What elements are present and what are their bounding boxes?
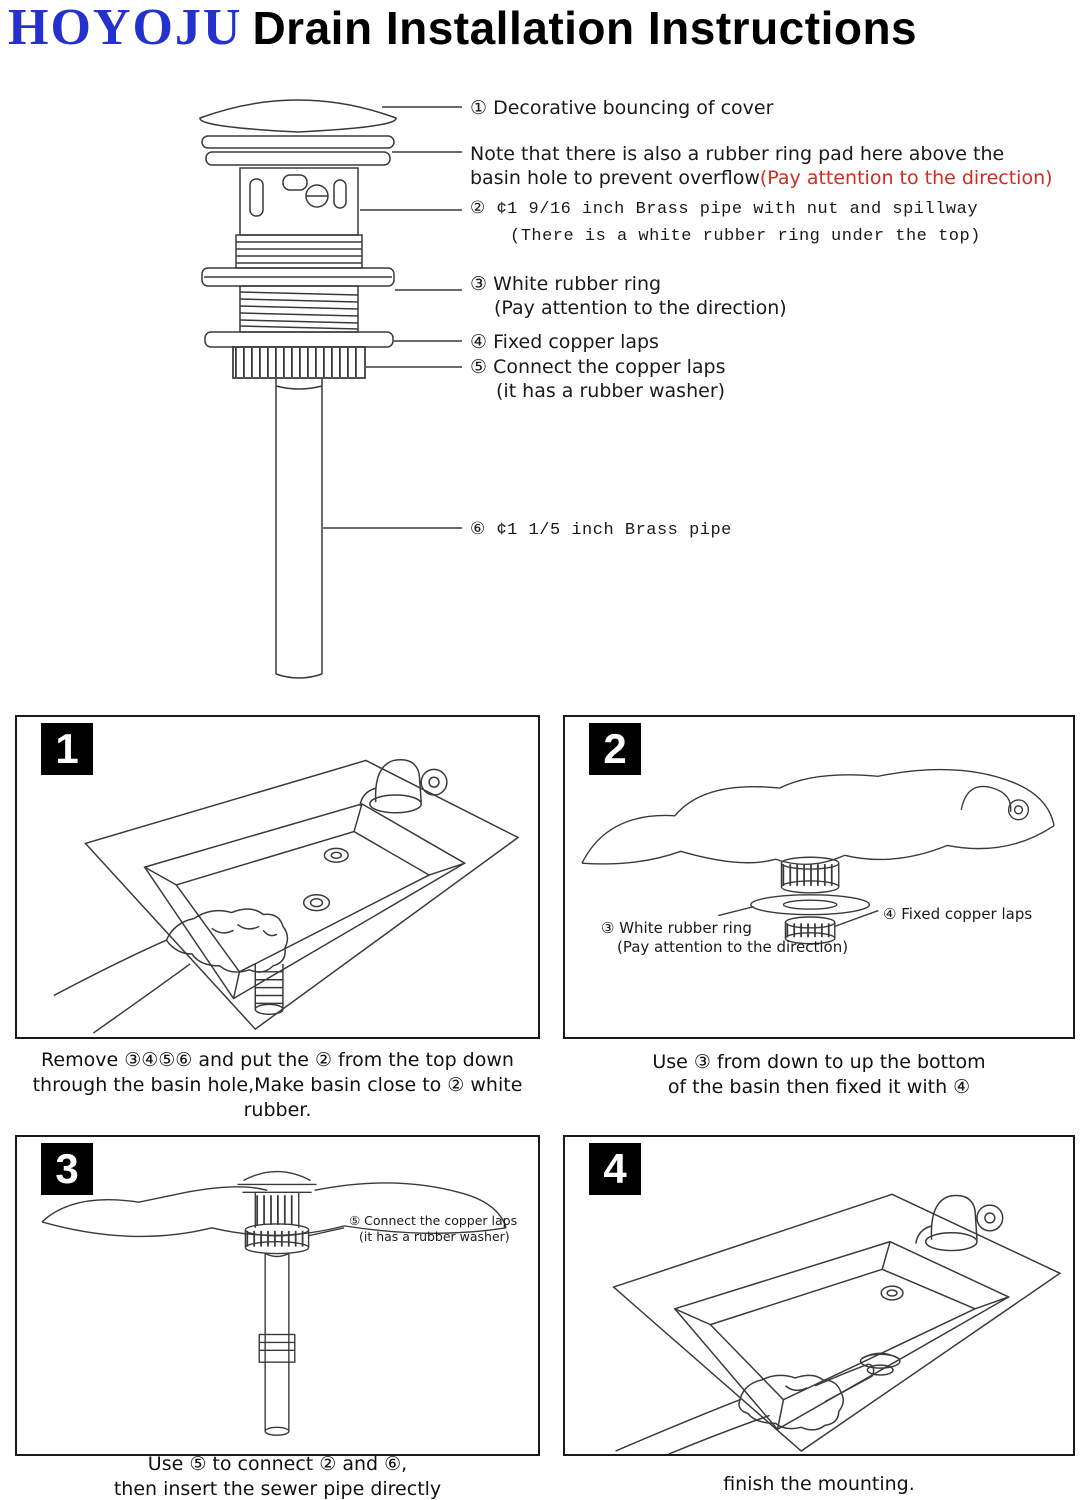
step-panel-2: 2: [563, 715, 1075, 1039]
step-3-label-connect: ⑤ Connect the copper laps (it has a rubb…: [349, 1213, 517, 1245]
step-3-caption-line1: Use ⑤ to connect ② and ⑥,: [147, 1453, 408, 1475]
callout-part4: ④ Fixed copper laps: [470, 331, 659, 353]
step-2-label-rubber-ring-line2: (Pay attention to the direction): [617, 938, 849, 956]
callout-part3: ③ White rubber ring (Pay attention to th…: [470, 272, 787, 320]
callout-note: Note that there is also a rubber ring pa…: [470, 142, 1053, 190]
callout-part2-line2: (There is a white rubber ring under the …: [510, 227, 981, 246]
note-line2-text: basin hole to prevent overflow: [470, 167, 760, 189]
step-2-label-rubber-ring-line1: ③ White rubber ring: [601, 919, 752, 937]
callout-part5-line1: ⑤ Connect the copper laps: [470, 356, 726, 378]
brand-logo: HOYOJU: [8, 0, 243, 56]
note-warning-text: (Pay attention to the direction): [759, 167, 1053, 189]
step-3-caption-line2: then insert the sewer pipe directly: [113, 1478, 442, 1500]
page-title: Drain Installation Instructions: [252, 2, 918, 54]
drain-assembly-drawing: [199, 99, 462, 679]
callout-part1: ① Decorative bouncing of cover: [470, 97, 774, 119]
step-2-caption-line2: of the basin then fixed it with ④: [667, 1076, 971, 1098]
step-1-caption: Remove ③④⑤⑥ and put the ② from the top d…: [15, 1048, 540, 1123]
step-1-caption-line2: through the basin hole,Make basin close …: [32, 1074, 523, 1121]
callout-part3-line2: (Pay attention to the direction): [494, 297, 787, 319]
step-1-caption-line1: Remove ③④⑤⑥ and put the ② from the top d…: [41, 1049, 514, 1071]
step-4-caption-line1: finish the mounting.: [723, 1473, 915, 1495]
step-2-label-rubber-ring: ③ White rubber ring (Pay attention to th…: [601, 919, 848, 957]
header: HOYOJU Drain Installation Instructions: [8, 0, 917, 57]
step-3-badge: 3: [41, 1143, 93, 1195]
step-4-badge: 4: [589, 1143, 641, 1195]
step-1-illustration: [53, 759, 520, 1034]
note-line1: Note that there is also a rubber ring pa…: [470, 143, 1005, 165]
step-2-label-copper-laps: ④ Fixed copper laps: [883, 905, 1033, 923]
step-2-illustration: [581, 768, 1055, 945]
callout-part2-line1: ② ¢1 9/16 inch Brass pipe with nut and s…: [470, 200, 979, 219]
step-3-label-connect-line1: ⑤ Connect the copper laps: [349, 1213, 518, 1228]
callout-part6: ⑥ ¢1 1/5 inch Brass pipe: [470, 521, 732, 540]
step-3-caption: Use ⑤ to connect ② and ⑥, then insert th…: [15, 1452, 540, 1500]
step-4-illustration: [612, 1193, 1062, 1454]
step-panel-4: 4: [563, 1135, 1075, 1456]
step-2-caption: Use ③ from down to up the bottom of the …: [563, 1050, 1075, 1100]
step-3-illustration: [41, 1170, 507, 1436]
callout-part5: ⑤ Connect the copper laps (it has a rubb…: [470, 355, 726, 403]
callout-part3-line1: ③ White rubber ring: [470, 273, 662, 295]
step-4-caption: finish the mounting.: [563, 1472, 1075, 1497]
step-2-caption-line1: Use ③ from down to up the bottom: [652, 1051, 986, 1073]
step-panel-1: 1: [15, 715, 540, 1039]
step-2-badge: 2: [589, 723, 641, 775]
note-line2: basin hole to prevent overflow(Pay atten…: [470, 166, 1053, 190]
callout-part2: ② ¢1 9/16 inch Brass pipe with nut and s…: [470, 196, 981, 250]
step-panel-3: 3: [15, 1135, 540, 1456]
step-1-badge: 1: [41, 723, 93, 775]
callout-part5-line2: (it has a rubber washer): [496, 380, 726, 402]
step-3-label-connect-line2: (it has a rubber washer): [359, 1229, 510, 1244]
